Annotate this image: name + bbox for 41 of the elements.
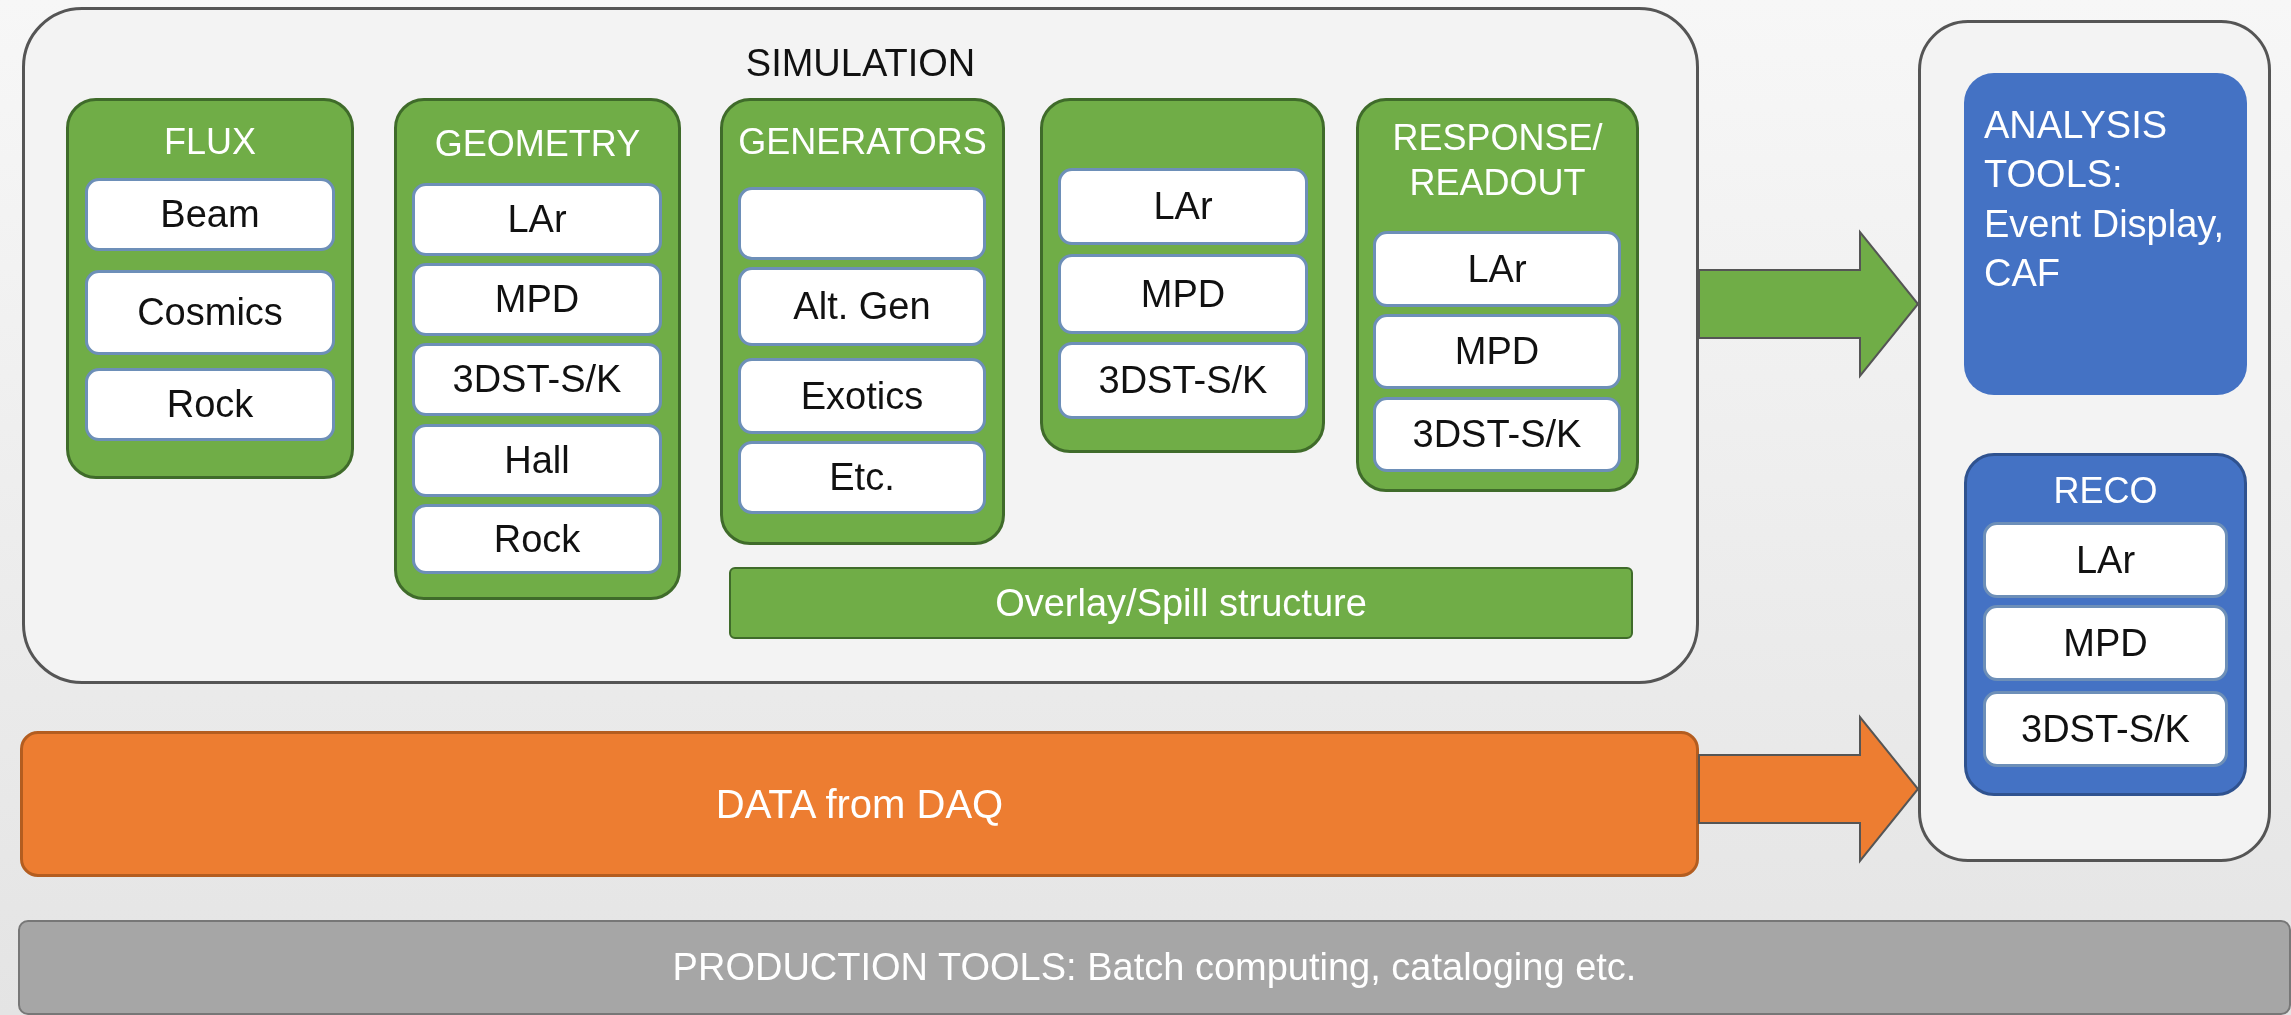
item-box: Rock <box>412 504 662 574</box>
group-title: GEOMETRY <box>433 122 642 166</box>
item-box: MPD <box>1058 254 1308 334</box>
item-box: Exotics <box>738 358 986 434</box>
item-box: 3DST-S/K <box>412 343 662 416</box>
item-box: 3DST-S/K <box>1373 397 1621 472</box>
group-panel <box>1040 98 1325 453</box>
group-title: RESPONSE/ READOUT <box>1391 116 1604 205</box>
block-arrow <box>1698 714 1920 864</box>
item-box: Hall <box>412 424 662 497</box>
group-title: RECO <box>2052 469 2159 513</box>
item-box: Beam <box>85 178 335 251</box>
item-box: Etc. <box>738 441 986 514</box>
group-panel <box>22 7 1699 684</box>
group-panel <box>1918 20 2271 862</box>
item-box: LAr <box>412 183 662 256</box>
block-arrow <box>1698 229 1920 379</box>
footer-bar: PRODUCTION TOOLS: Batch computing, cataloging etc. <box>18 920 2291 1015</box>
item-box: MPD <box>1373 314 1621 389</box>
item-box: MPD <box>1983 605 2228 681</box>
item-box: MPD <box>412 263 662 336</box>
item-box: 3DST-S/K <box>1058 342 1308 419</box>
group-title: GENERATORS <box>737 120 988 164</box>
item-box: Cosmics <box>85 270 335 355</box>
item-box: LAr <box>1058 168 1308 245</box>
group-panel <box>1356 98 1639 492</box>
item-box: LAr <box>1983 522 2228 598</box>
data-box: DATA from DAQ <box>20 731 1699 877</box>
group-panel <box>1964 453 2247 796</box>
item-box: Alt. Gen <box>738 267 986 346</box>
group-panel <box>394 98 681 600</box>
group-title: FLUX <box>163 120 257 164</box>
item-box: LAr <box>1373 231 1621 307</box>
bar-box: Overlay/Spill structure <box>729 567 1633 639</box>
item-box <box>738 187 986 260</box>
group-title: SIMULATION <box>744 41 977 86</box>
item-box: Rock <box>85 368 335 441</box>
group-panel <box>720 98 1005 545</box>
group-panel <box>66 98 354 479</box>
item-box: 3DST-S/K <box>1983 691 2228 767</box>
tool-box: ANALYSIS TOOLS: Event Display, CAF <box>1964 73 2247 395</box>
